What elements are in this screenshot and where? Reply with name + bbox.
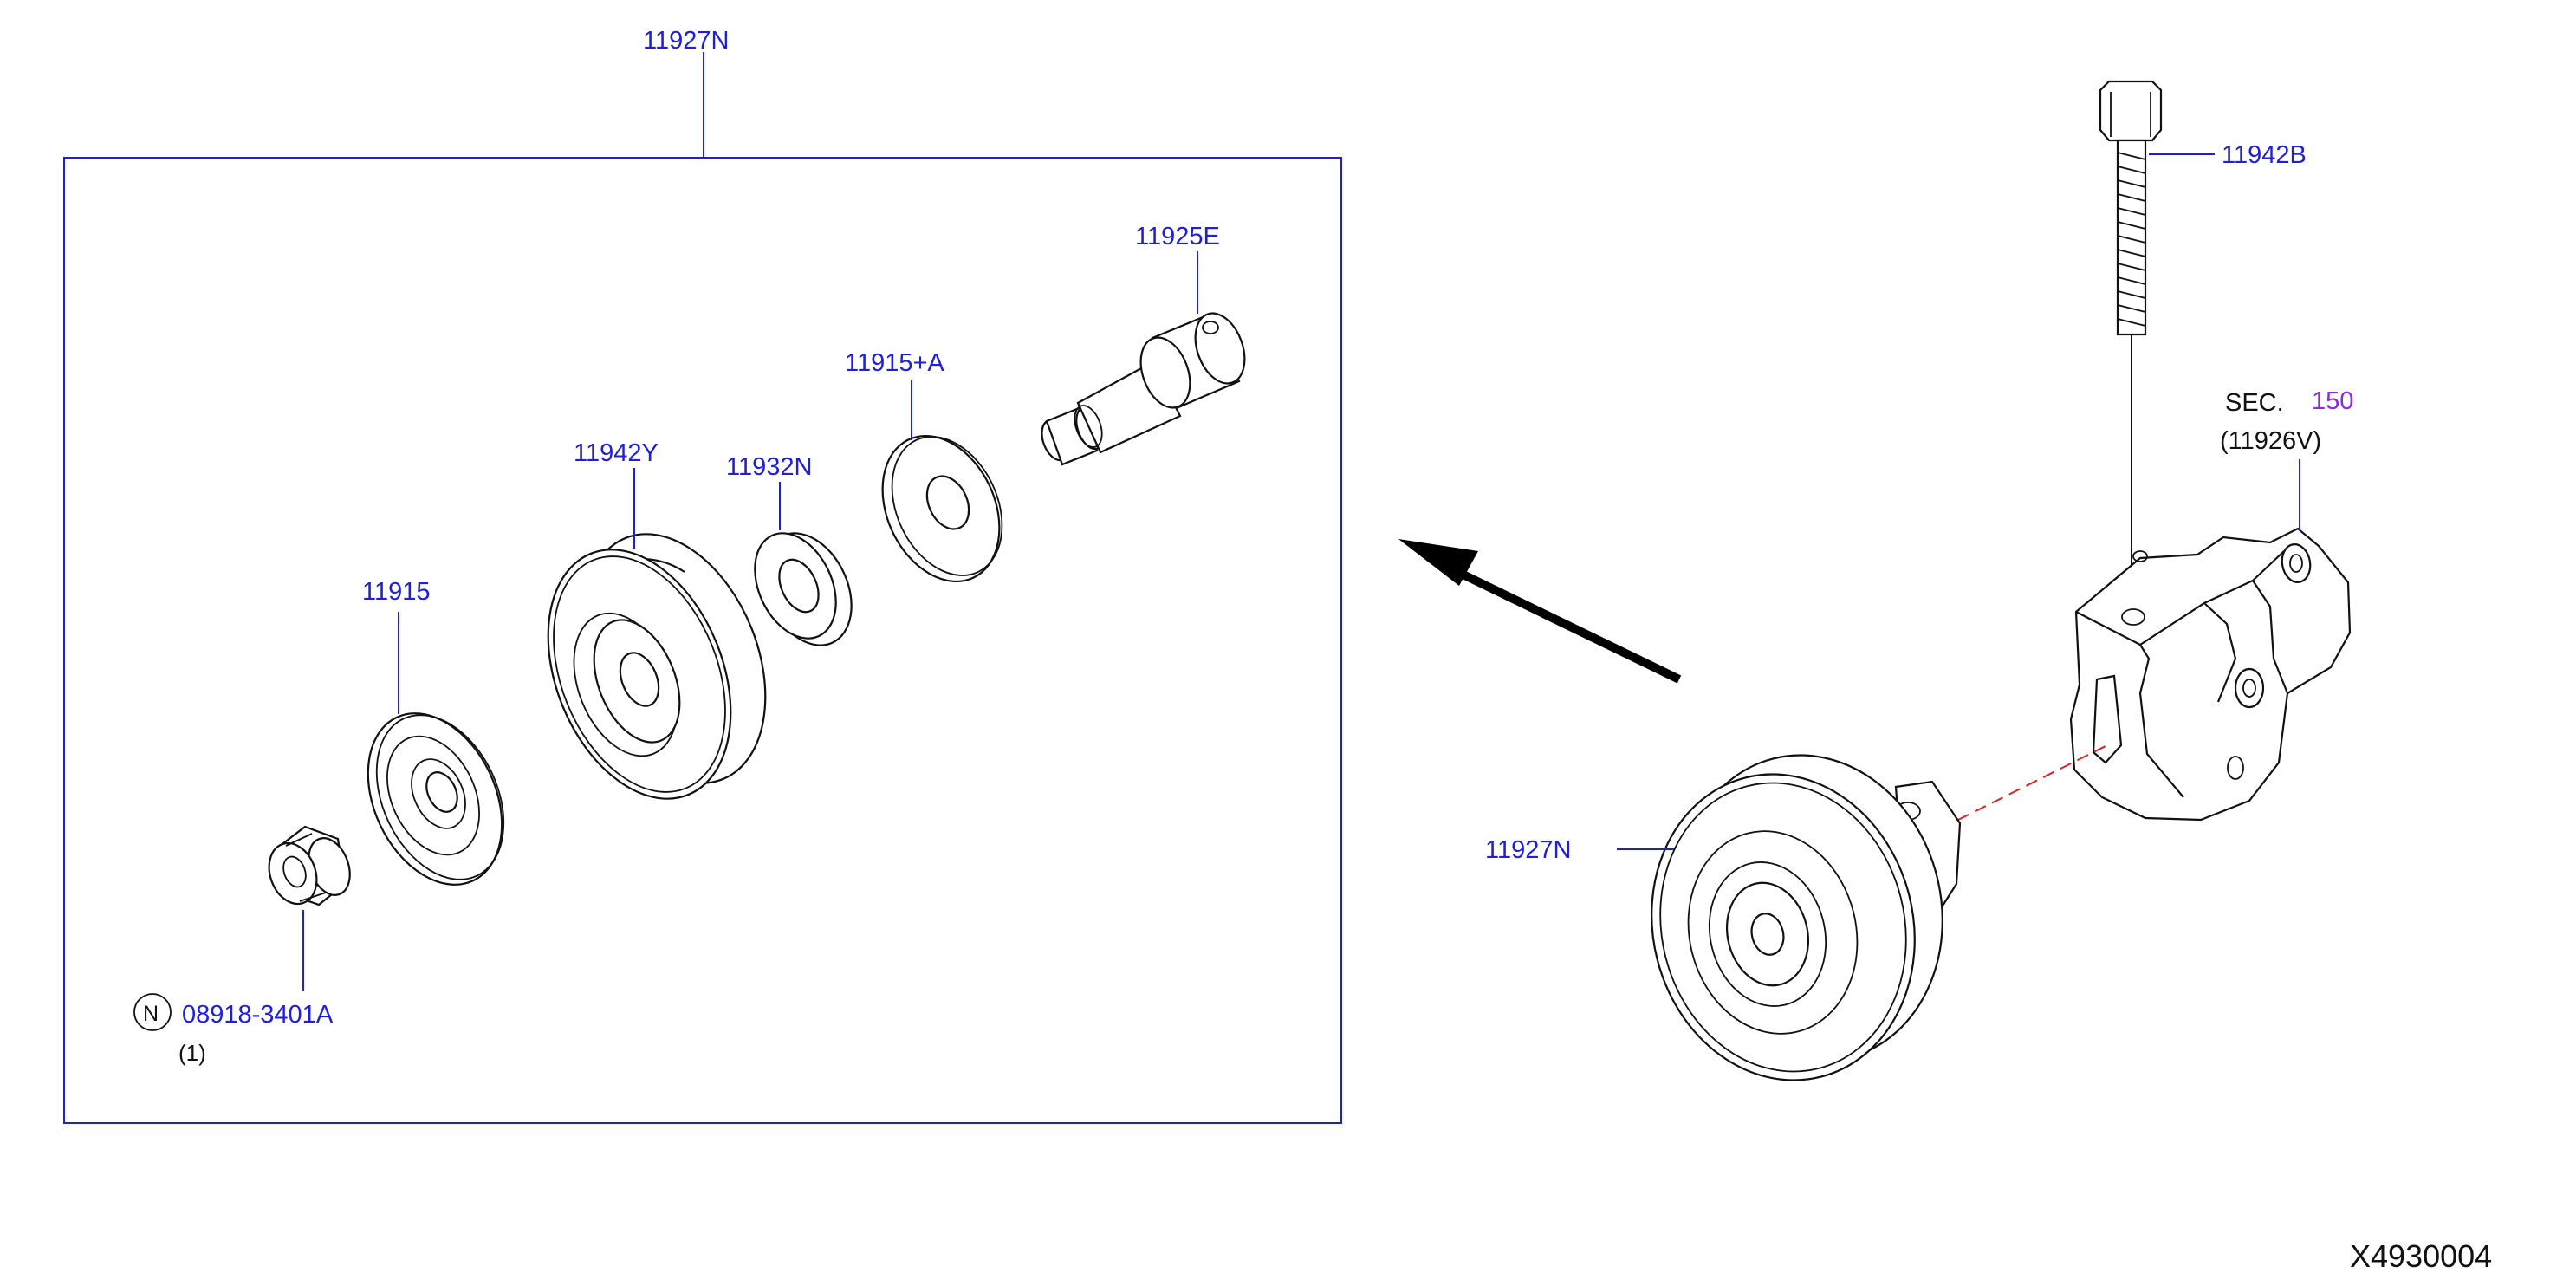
nut-marker-label: N [143,1002,159,1026]
pulley-label[interactable]: 11942Y [574,439,659,467]
figure-id: X4930004 [2350,1238,2492,1274]
bracket-label: (11926V) [2220,427,2321,455]
assembled-pulley-label[interactable]: 11927N [1485,836,1571,864]
shaft-label[interactable]: 11925E [1135,223,1220,250]
spacer-part [754,532,853,646]
washer-a-part [881,434,1003,583]
washer-a-label[interactable]: 11915+A [845,349,944,377]
shaft-part [1041,312,1246,466]
washer-label[interactable]: 11915 [362,578,431,606]
assembly-top-label[interactable]: 11927N [643,27,729,55]
pulley-part [547,533,767,800]
nut-quantity: (1) [178,1040,206,1066]
washer-part [367,712,505,886]
section-number[interactable]: 150 [2312,387,2353,415]
section-prefix: SEC. [2225,389,2284,417]
bolt-label[interactable]: 11942B [2222,141,2307,169]
nut-label[interactable]: 08918-3401A [182,1001,334,1029]
direction-arrow [1398,539,1682,684]
nut-marker-circle [133,993,172,1031]
assembled-pulley-part [1651,754,1962,1081]
bolt-part [2099,80,2163,615]
spacer-label[interactable]: 11932N [726,453,812,481]
nut-part [268,825,351,906]
center-line [1940,744,2108,829]
bracket-part [2069,527,2352,822]
